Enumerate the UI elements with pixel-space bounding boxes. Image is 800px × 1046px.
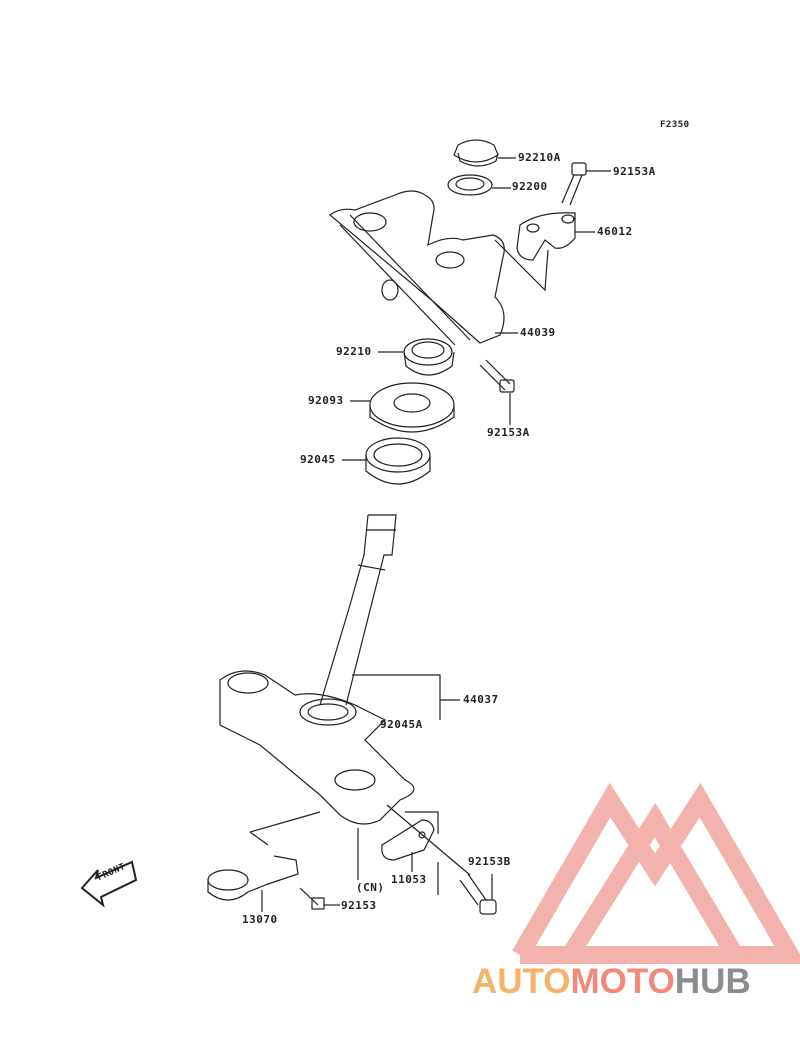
part-label-92153A-bottom[interactable]: 92153A xyxy=(487,426,530,439)
bearing-part xyxy=(342,437,431,485)
figure-code: F2350 xyxy=(660,120,690,130)
part-label-92093[interactable]: 92093 xyxy=(308,394,344,407)
watermark-text: AUTOMOTOHUB xyxy=(472,962,751,1002)
bolt-part xyxy=(479,359,515,425)
upper-bracket-part xyxy=(329,190,518,346)
part-label-92045[interactable]: 92045 xyxy=(300,453,336,466)
handlebar-holder-part xyxy=(494,212,595,292)
part-label-44039[interactable]: 44039 xyxy=(520,326,556,339)
watermark-hub: HUB xyxy=(674,962,751,1001)
cn-note: (CN) xyxy=(356,881,385,894)
clamp-part xyxy=(207,811,359,912)
bolt-part xyxy=(561,162,611,206)
part-label-44037[interactable]: 44037 xyxy=(463,693,499,706)
steering-stem-part xyxy=(219,514,460,825)
front-arrow-icon xyxy=(80,860,138,908)
dust-seal-part xyxy=(350,382,455,433)
bolt-part xyxy=(459,873,497,915)
watermark-logo xyxy=(512,782,800,964)
part-label-92210A[interactable]: 92210A xyxy=(518,151,561,164)
part-label-92200[interactable]: 92200 xyxy=(512,180,548,193)
part-label-92153[interactable]: 92153 xyxy=(341,899,377,912)
cap-nut-part xyxy=(453,139,516,167)
washer-part xyxy=(447,174,511,196)
part-label-46012[interactable]: 46012 xyxy=(597,225,633,238)
steering-nut-part xyxy=(378,338,455,376)
part-label-13070[interactable]: 13070 xyxy=(242,913,278,926)
part-label-92153B[interactable]: 92153B xyxy=(468,855,511,868)
part-label-92153A-top[interactable]: 92153A xyxy=(613,165,656,178)
watermark-moto: MOTO xyxy=(570,962,675,1001)
part-label-92045A[interactable]: 92045A xyxy=(380,718,423,731)
watermark-auto: AUTO xyxy=(472,962,571,1001)
stopper-part xyxy=(381,804,471,895)
part-label-11053[interactable]: 11053 xyxy=(391,873,427,886)
part-label-92210[interactable]: 92210 xyxy=(336,345,372,358)
